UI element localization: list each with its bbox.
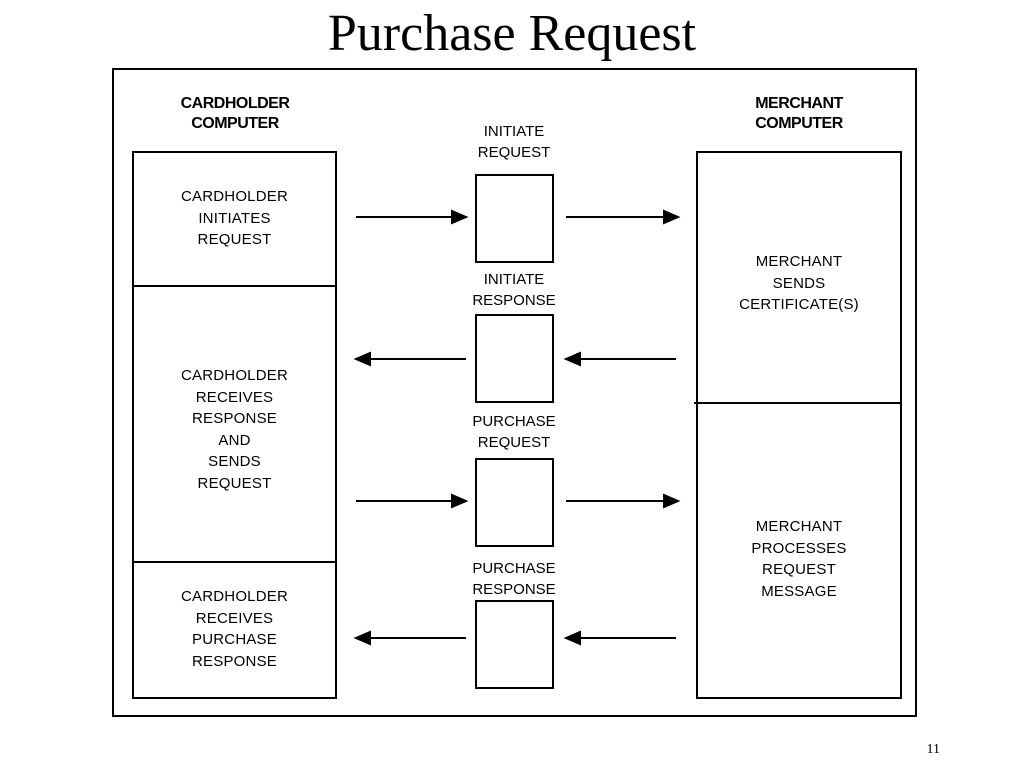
step-text-line: RESPONSE [192,652,277,670]
message-label-line: PURCHASE [472,413,556,430]
step-text-line: MERCHANT [755,253,843,270]
arrow-head [563,630,581,646]
step-text-line: PROCESSES [751,539,847,557]
step-text-line: RECEIVES [195,388,274,406]
message-box-initiate-request [475,174,554,263]
message-label-initiate-request: INITIATE REQUEST [434,121,594,163]
message-label-line: REQUEST [477,144,551,161]
cardholder-step-receives-response: CARDHOLDER RECEIVES RESPONSE AND SENDS R… [134,365,335,494]
message-label-initiate-response: INITIATE RESPONSE [434,269,594,311]
cardholder-step-initiates: CARDHOLDER INITIATES REQUEST [134,186,335,251]
message-box-initiate-response [475,314,554,403]
step-text-line: REQUEST [197,474,272,492]
step-text-line: CARDHOLDER [180,367,288,384]
step-text-line: CARDHOLDER [180,188,288,205]
merchant-step-sends-certificates: MERCHANT SENDS CERTIFICATE(S) [698,251,900,316]
step-text-line: PURCHASE [192,631,277,648]
message-label-line: RESPONSE [472,292,556,309]
slide-title: Purchase Request [327,5,697,62]
arrow-head [451,209,469,225]
message-label-line: RESPONSE [472,581,556,598]
cardholder-header-line: CARDHOLDER [180,95,290,112]
message-label-line: INITIATE [483,123,545,140]
merchant-column-box [696,151,902,699]
message-label-line: INITIATE [483,271,545,288]
step-text-line: SENDS [208,453,261,470]
step-text-line: RESPONSE [192,410,277,427]
message-box-purchase-response [475,600,554,689]
step-text-line: SENDS [772,274,826,292]
message-label-purchase-request: PURCHASE REQUEST [434,411,594,453]
merchant-column-header: MERCHANT COMPUTER [697,94,901,134]
step-text-line: MESSAGE [761,582,837,600]
message-box-purchase-request [475,458,554,547]
merchant-divider [694,402,902,404]
step-text-line: RECEIVES [195,609,274,627]
message-label-line: PURCHASE [472,560,556,577]
arrow-head [353,630,371,646]
message-label-line: REQUEST [477,434,551,451]
merchant-header-line: COMPUTER [755,115,843,132]
arrow-head [663,209,681,225]
step-text-line: AND [218,431,251,449]
step-text-line: INITIATES [198,209,271,227]
arrow-head [663,493,681,509]
arrow-head [563,351,581,367]
step-text-line: REQUEST [762,561,836,578]
step-text-line: CARDHOLDER [180,588,288,605]
step-text-line: REQUEST [197,231,272,248]
cardholder-column-box [132,151,337,699]
step-text-line: CERTIFICATE(S) [739,296,859,313]
step-text-line: MERCHANT [755,518,843,535]
merchant-header-line: MERCHANT [755,95,843,112]
page-number: 11 [926,742,940,757]
cardholder-step-receives-purchase-response: CARDHOLDER RECEIVES PURCHASE RESPONSE [134,586,335,672]
merchant-step-processes-request: MERCHANT PROCESSES REQUEST MESSAGE [698,516,900,602]
diagram-frame [112,68,917,717]
cardholder-divider [132,561,337,563]
cardholder-header-line: COMPUTER [191,115,279,132]
arrow-head [353,351,371,367]
cardholder-divider [132,285,337,287]
arrow-head [451,493,469,509]
cardholder-column-header: CARDHOLDER COMPUTER [135,94,335,134]
message-label-purchase-response: PURCHASE RESPONSE [434,558,594,600]
